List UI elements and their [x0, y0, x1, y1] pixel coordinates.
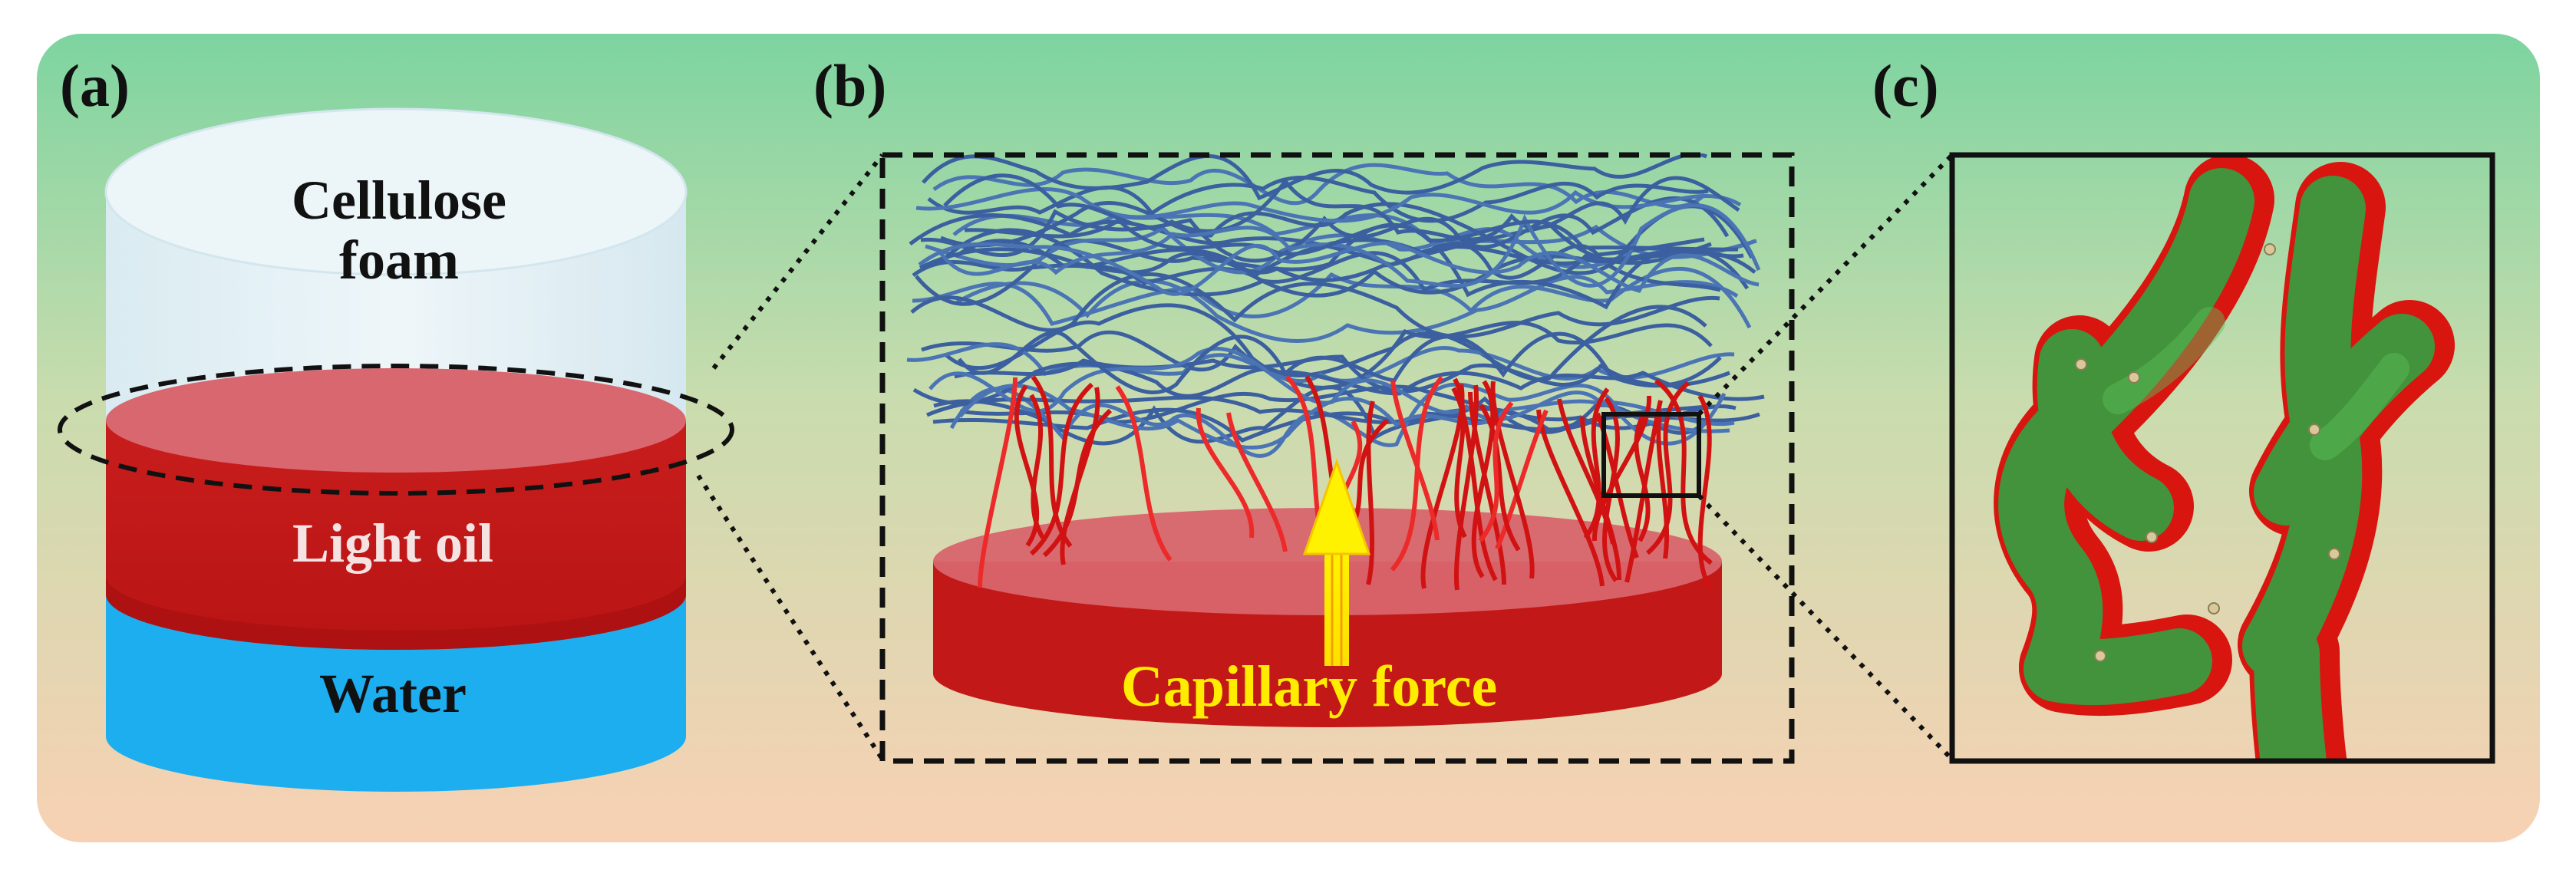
blue-fiber	[932, 163, 1706, 209]
red-fiber	[1366, 400, 1375, 585]
red-fiber	[1697, 394, 1713, 590]
light-oil-label: Light oil	[292, 512, 493, 574]
red-fiber	[1031, 375, 1073, 548]
panel-b: (b) Capillary force	[813, 52, 1795, 764]
red-fiber	[1390, 375, 1444, 572]
oil-layer	[106, 420, 686, 650]
panel-b-frame	[879, 152, 1795, 764]
blue-fiber	[920, 196, 1730, 263]
red-fiber	[1654, 378, 1713, 565]
zoom-box	[1601, 412, 1701, 498]
panel-b-tag: (b)	[813, 52, 886, 119]
blue-fiber	[940, 201, 1754, 275]
foam-label: foam	[339, 229, 459, 291]
capillary-force-label: Capillary force	[1121, 654, 1497, 719]
red-fiber-network	[978, 374, 1713, 591]
oil-top	[106, 368, 686, 473]
red-fiber	[1602, 397, 1620, 582]
foam-top	[104, 107, 688, 276]
blue-fiber	[933, 385, 1707, 446]
panel-c: (c)	[1872, 52, 2495, 764]
red-fiber	[1115, 385, 1173, 562]
zoom-lines-a-b	[696, 153, 885, 761]
red-fiber	[1060, 387, 1100, 565]
coated-fibers	[1994, 155, 2455, 761]
particles	[2075, 243, 2340, 662]
blue-fiber	[910, 272, 1720, 339]
blue-fiber	[927, 176, 1709, 223]
red-fiber	[1029, 394, 1045, 539]
red-fiber	[1226, 412, 1288, 552]
red-fiber	[1451, 387, 1498, 582]
red-fiber	[1495, 409, 1549, 550]
blue-fiber	[955, 275, 1739, 343]
oil-bottom-rim	[106, 575, 686, 650]
blue-fiber	[943, 173, 1740, 242]
blue-fiber	[912, 361, 1765, 405]
selection-ellipse	[58, 364, 734, 496]
red-fiber	[1490, 381, 1535, 579]
blue-fiber	[958, 330, 1722, 394]
capillary-arrow	[1302, 458, 1371, 666]
red-fiber	[1030, 382, 1094, 556]
red-fiber	[1557, 398, 1615, 545]
cellulose-label: Cellulose	[292, 170, 506, 231]
blue-fiber-network	[906, 153, 1765, 458]
panel-c-frame	[1949, 152, 2495, 764]
red-fiber	[1454, 384, 1479, 591]
blue-fiber	[928, 346, 1735, 427]
red-fiber	[1479, 404, 1521, 552]
water-layer	[106, 595, 686, 792]
blue-fiber	[922, 153, 1707, 201]
red-fiber	[1634, 411, 1651, 542]
blue-fiber	[936, 203, 1761, 288]
water-label: Water	[319, 663, 467, 724]
red-fiber	[1656, 410, 1669, 559]
red-fiber	[1583, 387, 1610, 539]
panel-a: (a) Cellulose foam Light oil Water	[58, 52, 734, 792]
panel-a-tag: (a)	[60, 52, 130, 119]
red-fiber	[1390, 380, 1440, 541]
red-fiber	[1468, 391, 1506, 585]
blue-fiber	[964, 217, 1739, 256]
red-fiber	[978, 377, 1018, 588]
red-fiber	[1536, 409, 1605, 587]
red-fiber	[1196, 407, 1255, 539]
panel-c-tag: (c)	[1872, 52, 1939, 119]
red-fiber	[1478, 401, 1514, 542]
blue-fiber	[918, 241, 1760, 296]
